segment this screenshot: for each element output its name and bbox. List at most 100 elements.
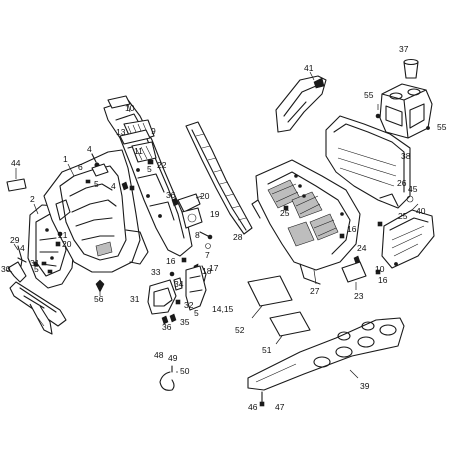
part-23-cover (341, 261, 367, 290)
label-16a: 16 (166, 256, 176, 266)
label-44: 44 (11, 158, 21, 168)
part-38-storage-box (375, 83, 433, 139)
label-46: 46 (248, 402, 258, 412)
part-45-washer (406, 195, 414, 203)
label-23: 23 (354, 291, 364, 301)
part-5-clip-upper (85, 179, 91, 184)
part-32-clip (175, 299, 181, 305)
part-20-bracket (177, 193, 203, 213)
part-16-screw-a (129, 185, 135, 191)
label-33: 33 (151, 267, 161, 277)
part-1-front-body (43, 149, 149, 273)
label-5b: 5 (94, 179, 99, 189)
part-3-clip (33, 261, 38, 267)
label-4a: 4 (20, 243, 25, 253)
label-56: 56 (94, 294, 104, 304)
label-18: 18 (202, 266, 212, 276)
label-6: 6 (78, 162, 83, 172)
label-49: 49 (168, 353, 178, 363)
label-16b: 16 (347, 224, 357, 234)
label-4b: 4 (87, 144, 92, 154)
label-45: 45 (408, 184, 418, 194)
label-36b: 36 (162, 322, 172, 332)
part-5-clip-left (41, 261, 53, 274)
label-29: 29 (10, 235, 20, 245)
label-36a: 36 (166, 190, 176, 200)
label-48: 48 (154, 350, 164, 360)
label-28: 28 (233, 232, 243, 242)
label-20b: 20 (200, 191, 210, 201)
label-5d: 5 (194, 308, 199, 318)
label-11: 11 (134, 146, 143, 156)
label-55b: 55 (437, 122, 447, 132)
label-31a: 31 (30, 258, 40, 268)
label-14-15: 14,15 (212, 304, 234, 314)
label-24: 24 (357, 243, 367, 253)
part-6-bracket (91, 163, 109, 177)
part-14-15-side-trim (185, 265, 207, 311)
part-26-rear-panel (325, 115, 411, 209)
label-17: 17 (209, 263, 219, 273)
label-34: 34 (174, 279, 184, 289)
part-13-bar (119, 129, 151, 145)
label-30: 30 (1, 264, 11, 274)
part-17-strap (201, 265, 207, 283)
part-39-skid-plate (247, 317, 405, 391)
part-25-bolt-b (377, 221, 383, 227)
label-1: 1 (63, 154, 68, 164)
part-41-fender (275, 71, 327, 133)
part-25-bolt-a (283, 205, 289, 211)
label-8: 8 (195, 230, 200, 240)
part-10-top-cover (107, 95, 131, 113)
part-56-fastener (95, 279, 105, 296)
part-16-screw-d (375, 269, 381, 275)
part-36-screw-lower (161, 315, 169, 325)
part-11-grille-vent (131, 141, 157, 163)
label-27: 27 (310, 286, 320, 296)
label-16c: 16 (378, 275, 388, 285)
label-37: 37 (399, 44, 409, 54)
part-21-screw (57, 231, 63, 237)
label-5c: 5 (147, 164, 152, 174)
part-33-screw (169, 271, 175, 277)
part-44-sticker (6, 168, 27, 192)
callout-labels: 44 1 2 29 4 30 31 5 21 20 56 4 6 5 4 10 … (1, 44, 447, 412)
label-2: 2 (30, 194, 35, 204)
part-52-plate (247, 275, 293, 319)
label-25a: 25 (280, 208, 290, 218)
part-36-screw-upper (171, 197, 179, 207)
label-25b: 25 (398, 211, 408, 221)
part-4-small-screw (121, 181, 129, 191)
part-28-frame-rail (185, 121, 253, 235)
part-46-47-bolt (259, 391, 265, 407)
label-13: 13 (116, 127, 126, 137)
part-37-cup (403, 58, 419, 79)
label-10: 10 (125, 103, 135, 113)
part-7-washer (205, 243, 211, 249)
part-34-clip (173, 277, 183, 291)
label-41: 41 (304, 63, 314, 73)
label-31b: 31 (130, 294, 140, 304)
part-19-clamp (181, 207, 203, 229)
label-32: 32 (184, 300, 194, 310)
part-16-screw-b (181, 257, 187, 263)
part-35-screw (169, 313, 177, 323)
part-22-clip (147, 159, 154, 165)
part-27-floor-frame (251, 159, 361, 285)
part-31-bracket (147, 279, 177, 315)
label-55a: 55 (364, 90, 374, 100)
label-38: 38 (401, 151, 411, 161)
label-5a: 5 (34, 264, 39, 274)
part-16-screw-c (339, 233, 345, 239)
part-40-right-panel (381, 203, 435, 269)
part-20-clip-left (55, 241, 61, 247)
label-26: 26 (397, 178, 407, 188)
label-52: 52 (235, 325, 245, 335)
label-19: 19 (210, 209, 220, 219)
label-4c: 4 (111, 181, 116, 191)
label-21: 21 (58, 230, 68, 240)
part-51-plate (269, 311, 311, 345)
label-51: 51 (262, 345, 272, 355)
